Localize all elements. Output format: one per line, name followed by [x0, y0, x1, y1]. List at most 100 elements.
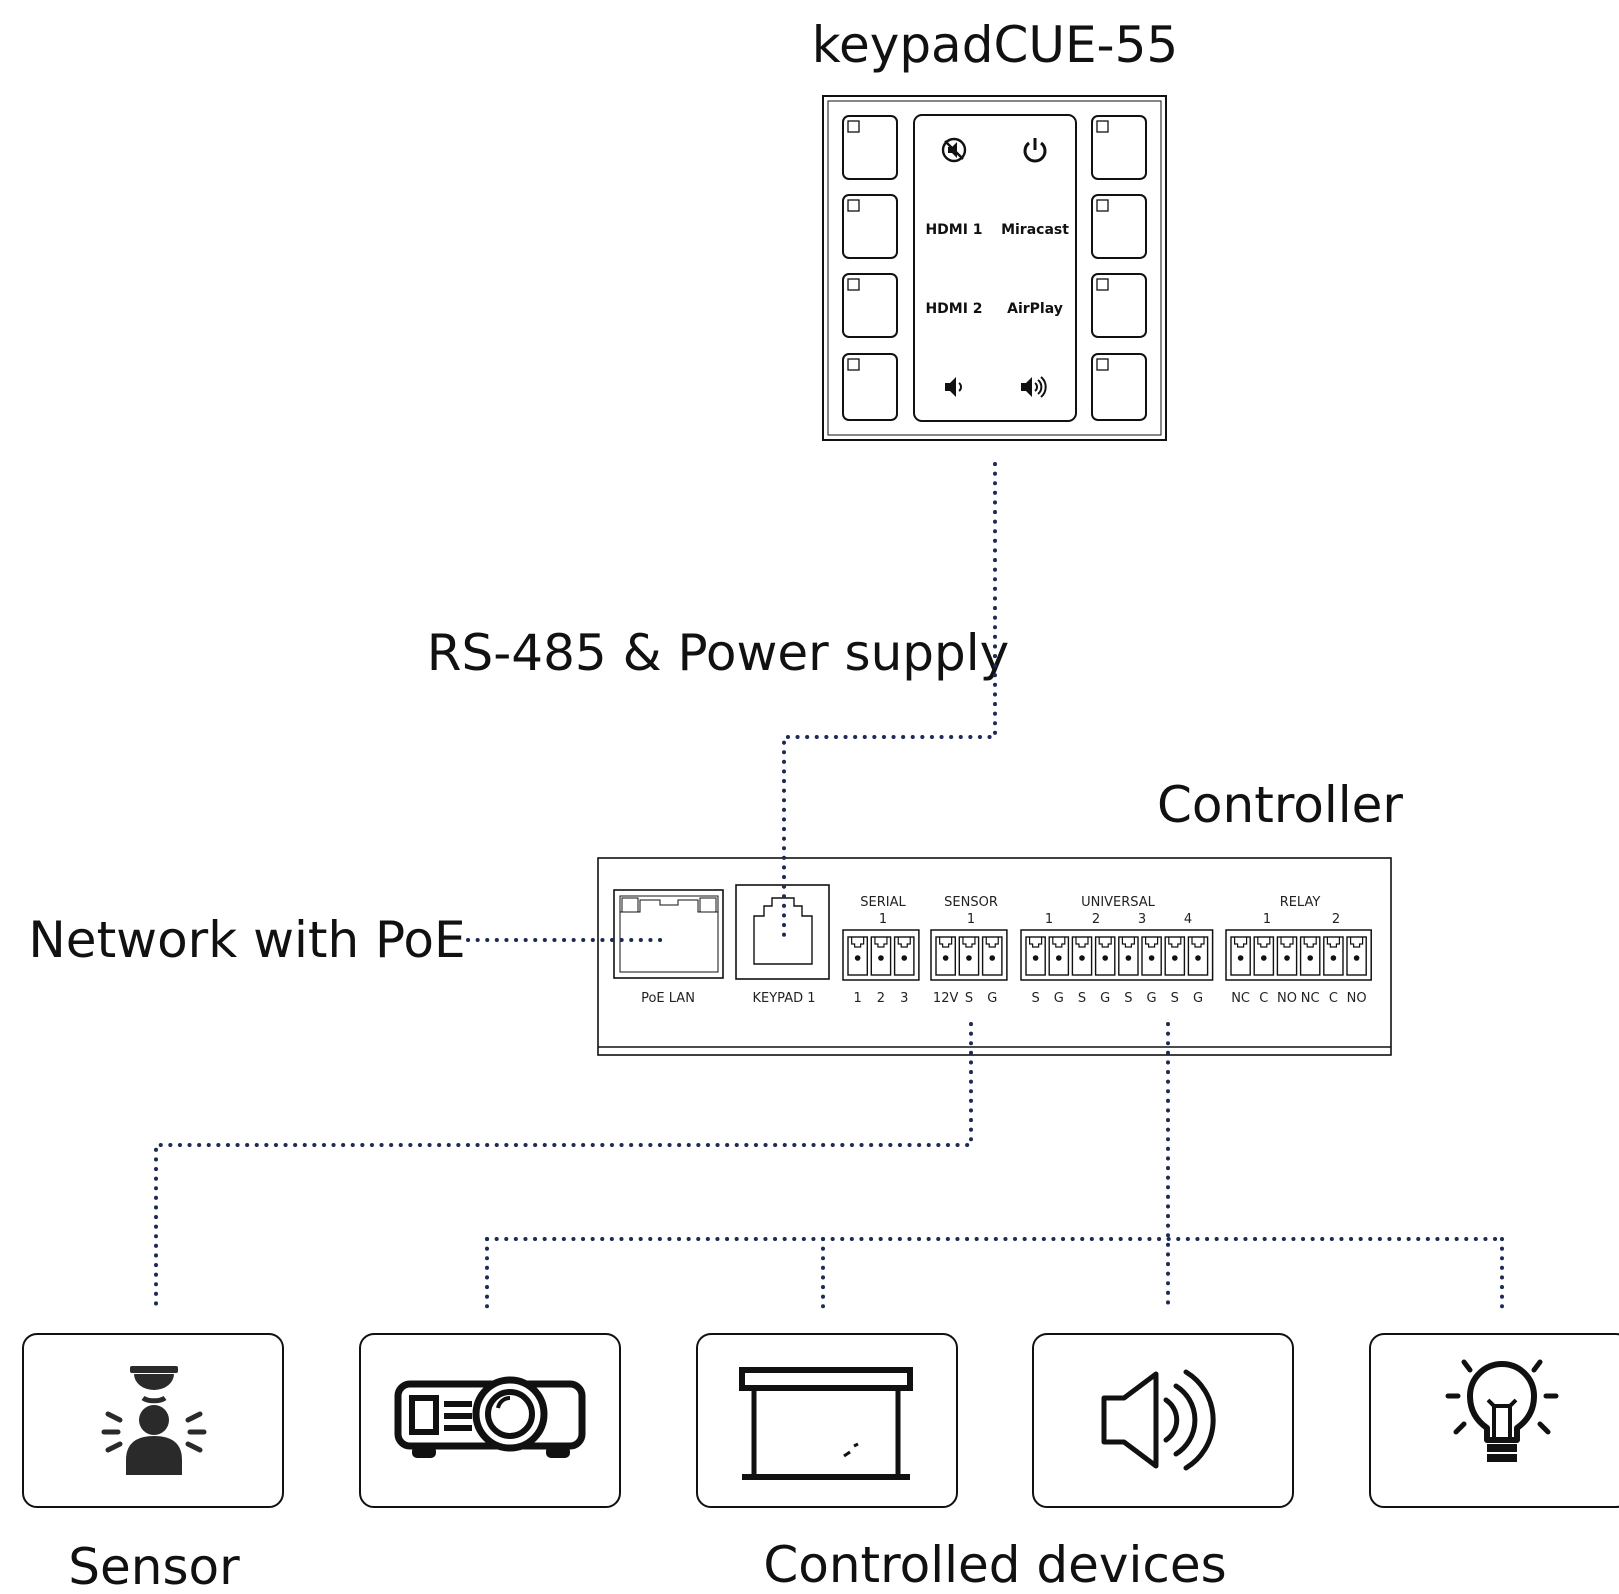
universal-heading: UNIVERSAL	[1081, 895, 1156, 910]
terminal-screw	[1056, 955, 1062, 961]
terminal-pin-tab	[1098, 937, 1112, 948]
speaker-icon	[1101, 1369, 1216, 1471]
terminal-pin-tab	[1234, 937, 1248, 948]
serial-terminal-block	[842, 929, 920, 981]
terminal-pin-tab	[1145, 937, 1159, 948]
power-icon	[1023, 138, 1047, 163]
terminal-pin-label: G	[1054, 991, 1064, 1006]
terminal-pin-label: 2	[877, 991, 885, 1006]
serial-number: 1	[879, 912, 887, 927]
sensor-heading: SENSOR	[944, 895, 998, 910]
terminal-pin-label: G	[987, 991, 997, 1006]
light-bulb-icon	[1445, 1359, 1559, 1462]
terminal-pin-label: S	[1078, 991, 1086, 1006]
terminal-screw	[1079, 955, 1085, 961]
terminal-pin-label: NC	[1231, 991, 1250, 1006]
terminal-screw	[901, 955, 908, 961]
terminal-pin-tab	[1350, 937, 1364, 948]
universal-number: 2	[1092, 912, 1100, 927]
terminal-pin-tab	[1257, 937, 1271, 948]
keypad-button-label: HDMI 1	[925, 222, 982, 238]
terminal-pin-tab	[1121, 937, 1135, 948]
terminal-pin-tab	[1303, 937, 1317, 948]
terminal-pin-tab	[1029, 937, 1043, 948]
terminal-pin-tab	[939, 937, 953, 948]
terminal-screw	[989, 955, 996, 961]
terminal-pin-tab	[1191, 937, 1205, 948]
sensor-wire	[154, 1022, 973, 1314]
volume-up-icon	[1021, 376, 1047, 398]
keypad-device: HDMI 1 Miracast HDMI 2 AirPlay	[822, 95, 1167, 441]
terminal-pin-label: S	[1124, 991, 1132, 1006]
network-label: Network with PoE	[28, 911, 465, 969]
controller-title: Controller	[1157, 776, 1403, 834]
terminal-pin-tab	[1326, 937, 1340, 948]
terminal-screw	[878, 955, 884, 961]
keypad-wire	[782, 462, 997, 937]
volume-down-icon	[945, 377, 962, 397]
terminal-pin-label: S	[1171, 991, 1179, 1006]
poe-lan-port	[613, 889, 724, 979]
terminal-pin-label: 3	[900, 991, 908, 1006]
terminal-pin-tab	[874, 937, 888, 948]
terminal-pin-tab	[985, 937, 999, 948]
keypad-button-label: AirPlay	[1007, 301, 1063, 317]
terminal-pin-label: G	[1100, 991, 1110, 1006]
terminal-pin-tab	[1052, 937, 1066, 948]
terminal-pin-label: 1	[854, 991, 862, 1006]
keypad-center-panel	[913, 114, 1077, 422]
keypad-port-label: KEYPAD 1	[753, 991, 816, 1006]
terminal-screw	[1125, 955, 1132, 961]
terminal-pin-tab	[962, 937, 976, 948]
screen-icon	[739, 1367, 913, 1480]
terminal-pin-tab	[1075, 937, 1089, 948]
terminal-pin-label: 12V	[933, 991, 959, 1006]
terminal-screw	[1195, 955, 1201, 961]
relay-terminal-block	[1225, 929, 1372, 981]
terminal-pin-label: G	[1193, 991, 1203, 1006]
terminal-screw	[1237, 955, 1244, 961]
terminal-screw	[1172, 955, 1178, 961]
terminal-screw	[966, 955, 972, 961]
terminal-pin-label: NO	[1277, 991, 1297, 1006]
terminal-screw	[1330, 955, 1337, 961]
sensor-number: 1	[967, 912, 975, 927]
terminal-pin-tab	[897, 937, 911, 948]
terminal-screw	[854, 955, 861, 961]
universal-number: 3	[1138, 912, 1146, 927]
universal-number: 4	[1184, 912, 1192, 927]
keypad-port	[735, 884, 830, 980]
sensor-icon	[101, 1366, 207, 1475]
terminal-pin-tab	[1168, 937, 1182, 948]
terminal-pin-tab	[851, 937, 865, 948]
keypad-button-label: HDMI 2	[925, 301, 982, 317]
sensor-label: Sensor	[68, 1538, 240, 1594]
keypad-button-label: Miracast	[1001, 222, 1069, 238]
terminal-pin-tab	[1280, 937, 1294, 948]
link-label: RS-485 & Power supply	[427, 624, 1010, 682]
mute-icon	[941, 137, 967, 163]
terminal-screw	[1353, 955, 1360, 961]
keypad-left-keys	[842, 115, 898, 421]
relay-number: 1	[1263, 912, 1271, 927]
terminal-pin-label: NO	[1347, 991, 1367, 1006]
relay-number: 2	[1332, 912, 1340, 927]
controlled-devices-label: Controlled devices	[763, 1536, 1226, 1594]
terminal-pin-label: C	[1259, 991, 1268, 1006]
serial-heading: SERIAL	[860, 895, 906, 910]
poe-lan-label: PoE LAN	[641, 991, 695, 1006]
sensor-terminal-block	[930, 929, 1008, 981]
terminal-screw	[1032, 955, 1039, 961]
universal-terminal-block	[1020, 929, 1214, 981]
keypad-right-keys	[1091, 115, 1147, 421]
projector-icon	[394, 1376, 586, 1458]
terminal-screw	[1148, 955, 1155, 961]
terminal-screw	[942, 955, 949, 961]
terminal-screw	[1307, 955, 1313, 961]
terminal-pin-label: S	[965, 991, 973, 1006]
terminal-screw	[1261, 955, 1267, 961]
terminal-pin-label: G	[1147, 991, 1157, 1006]
